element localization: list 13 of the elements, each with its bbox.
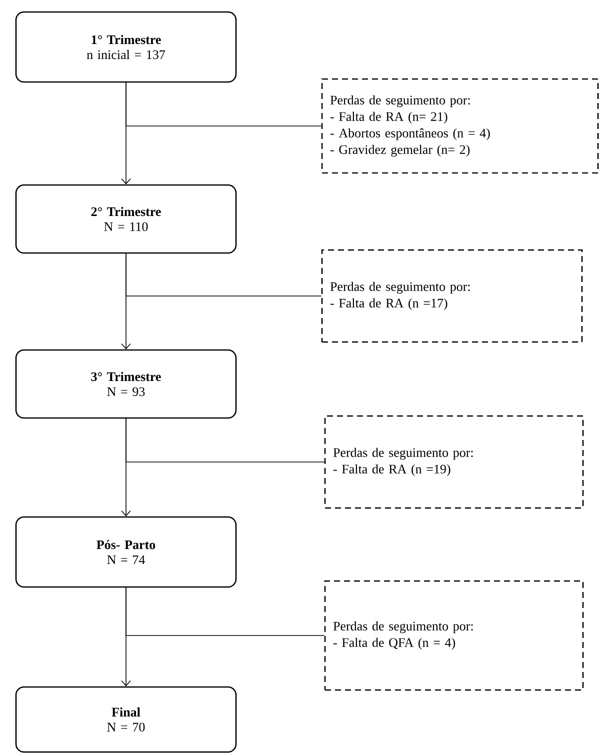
note-box: Perdas de seguimento por: - Falta de QFA (n = 4) [324, 580, 584, 691]
process-box: Final N = 70 [15, 686, 237, 753]
process-box: 2° Trimestre N = 110 [15, 184, 237, 254]
process-box: 3° Trimestre N = 93 [15, 349, 237, 419]
process-box: 1° Trimestre n inicial = 137 [15, 11, 237, 83]
branch-line [126, 82, 322, 126]
note-box: Perdas de seguimento por: - Falta de RA (n =17) [321, 249, 583, 343]
process-box: Pós- Parto N = 74 [15, 516, 237, 588]
branch-line [126, 253, 322, 296]
branch-line [126, 587, 325, 636]
note-box: Perdas de seguimento por: - Falta de RA (n= 21) - Abortos espontâneos (n = 4) - Gravidez gemelar (n= 2) [321, 78, 599, 174]
branch-line [126, 418, 325, 462]
note-box: Perdas de seguimento por: - Falta de RA (n =19) [324, 415, 584, 509]
